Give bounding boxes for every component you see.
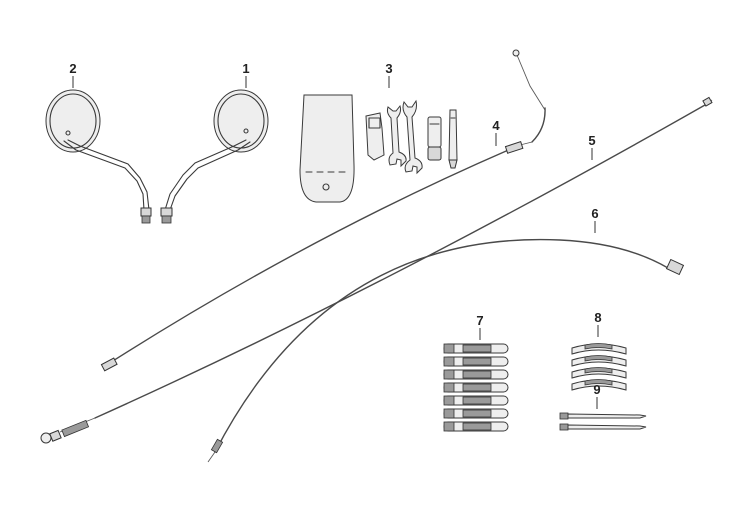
throttle-cable-inner [516,54,546,146]
right-mirror-stem [164,139,247,211]
left-mirror-stem [67,139,150,211]
callout-7: 7 [476,313,483,328]
right-mirror-stem-edge [169,141,251,211]
long-cable-adjuster [40,417,96,444]
left-mirror-pivot [65,130,71,136]
callout-3: 3 [385,61,392,76]
right-mirror-glass [213,89,269,153]
callout-6: 6 [591,206,598,221]
sensor-cable-tip [207,451,216,463]
part-8-curved-clips [571,343,627,391]
long-cable-lock-nut [49,429,62,442]
callout-leaders [72,76,599,409]
part-4-throttle-cable [100,49,546,372]
part-2-left-mirror [45,89,152,224]
sensor-cable-connector [665,258,685,276]
long-cable-nipple [702,96,713,107]
callout-4: 4 [492,118,500,133]
throttle-cable-nipple [512,49,520,57]
tie-strap [443,421,509,432]
tie-strap [443,369,509,380]
part-6-sensor-cable [207,238,685,463]
long-cable-end-knob [40,432,52,444]
curved-clip-grip [584,343,613,350]
curved-clip-grip [584,379,613,386]
long-tie-head [559,412,569,420]
part-1-right-mirror [160,89,269,224]
open-end-wrench-1 [386,104,407,168]
curved-clip-grip [584,367,613,374]
socket-tube [427,116,442,148]
right-mirror-pivot [243,128,249,134]
tie-strap [443,408,509,419]
part-3-tool-kit [299,94,458,203]
box-spanner-hole [368,117,381,129]
left-mirror-thread [141,215,151,224]
long-tie-strap [567,424,647,430]
callout-8: 8 [594,310,601,325]
tie-strap [443,382,509,393]
left-mirror-glass [45,89,101,153]
throttle-cable-end-ferrule [100,357,118,372]
curved-clip-grip [584,355,613,362]
tie-strap [443,343,509,354]
callout-2: 2 [69,61,76,76]
throttle-cable-bend [531,107,546,143]
part-7-cable-ties [443,343,509,432]
right-mirror-thread [161,215,172,224]
right-mirror-base-nut [160,207,173,217]
tie-strap [443,356,509,367]
throttle-cable-sheath [104,144,521,367]
open-end-wrench-2 [402,99,423,175]
throttle-cable-adjuster [504,141,524,154]
callout-labels: 1 2 3 4 5 6 7 8 9 [69,61,601,397]
sensor-cable-ferrule [210,438,224,454]
sensor-cable-sheath [214,238,669,453]
long-tie-strap [567,413,647,419]
part-5-long-cable [40,96,713,444]
left-mirror-stem-edge [63,140,145,211]
left-mirror-base-nut [140,207,152,217]
callout-1: 1 [242,61,249,76]
tie-strap [443,395,509,406]
long-tie-head [559,423,569,431]
screwdriver-tip [448,159,458,169]
long-cable-threaded-section [61,419,90,438]
part-9-long-ties [559,412,647,431]
tool-pouch [299,94,355,203]
callout-9: 9 [593,382,600,397]
long-cable-sheath [94,104,706,419]
tool-pouch-eyelet [322,183,330,191]
callout-5: 5 [588,133,595,148]
socket-head [427,146,442,161]
